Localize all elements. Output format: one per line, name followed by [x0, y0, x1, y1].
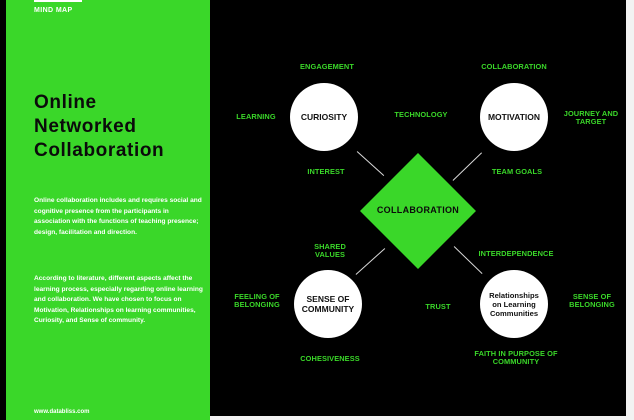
curiosity-node: CURIOSITY — [290, 83, 358, 151]
title-line-1: Online — [34, 92, 97, 113]
technology-label: TECHNOLOGY — [394, 110, 448, 119]
cohesiveness-label: COHESIVENESS — [300, 354, 360, 363]
learning-label: LEARNING — [236, 112, 276, 121]
collaboration-label: COLLABORATION — [481, 62, 547, 71]
journey-and-target-label: JOURNEY AND TARGET — [563, 109, 619, 127]
bottom-margin — [210, 416, 634, 420]
sense-of-belonging-label: SENSE OF BELONGING — [569, 292, 615, 310]
team-goals-label: TEAM GOALS — [491, 167, 543, 176]
page-title: Online Networked Collaboration — [34, 91, 204, 163]
right-margin — [626, 0, 634, 420]
intro-paragraph: Online collaboration includes and requir… — [34, 197, 202, 236]
focus-paragraph: According to literature, different aspec… — [34, 275, 203, 325]
engagement-label: ENGAGEMENT — [300, 62, 354, 71]
header-rule — [34, 0, 82, 2]
faith-in-purpose-label: FAITH IN PURPOSE OF COMMUNITY — [474, 349, 558, 367]
mind-map-diagram: COLLABORATION CURIOSITY MOTIVATION SENSE… — [210, 0, 626, 416]
connector-curiosity — [356, 151, 385, 177]
interest-label: INTEREST — [307, 167, 345, 176]
sense-of-community-node: SENSE OF COMMUNITY — [294, 270, 362, 338]
intro-panel: MIND MAP Online Networked Collaboration … — [6, 0, 210, 420]
relationships-node: Relationships on Learning Communities — [480, 270, 548, 338]
footer-url: www.databliss.com — [34, 409, 90, 415]
title-line-2: Networked — [34, 116, 137, 137]
interdependence-label: INTERDEPENDENCE — [478, 249, 554, 258]
connector-motivation — [452, 152, 483, 182]
connector-community — [355, 248, 386, 276]
trust-label: TRUST — [425, 302, 451, 311]
feeling-of-belonging-label: FEELING OF BELONGING — [234, 292, 280, 310]
motivation-node: MOTIVATION — [480, 83, 548, 151]
center-topic: COLLABORATION — [376, 205, 460, 215]
mind-map-kicker: MIND MAP — [34, 7, 73, 14]
shared-values-label: SHARED VALUES — [314, 242, 346, 260]
title-line-3: Collaboration — [34, 140, 165, 161]
